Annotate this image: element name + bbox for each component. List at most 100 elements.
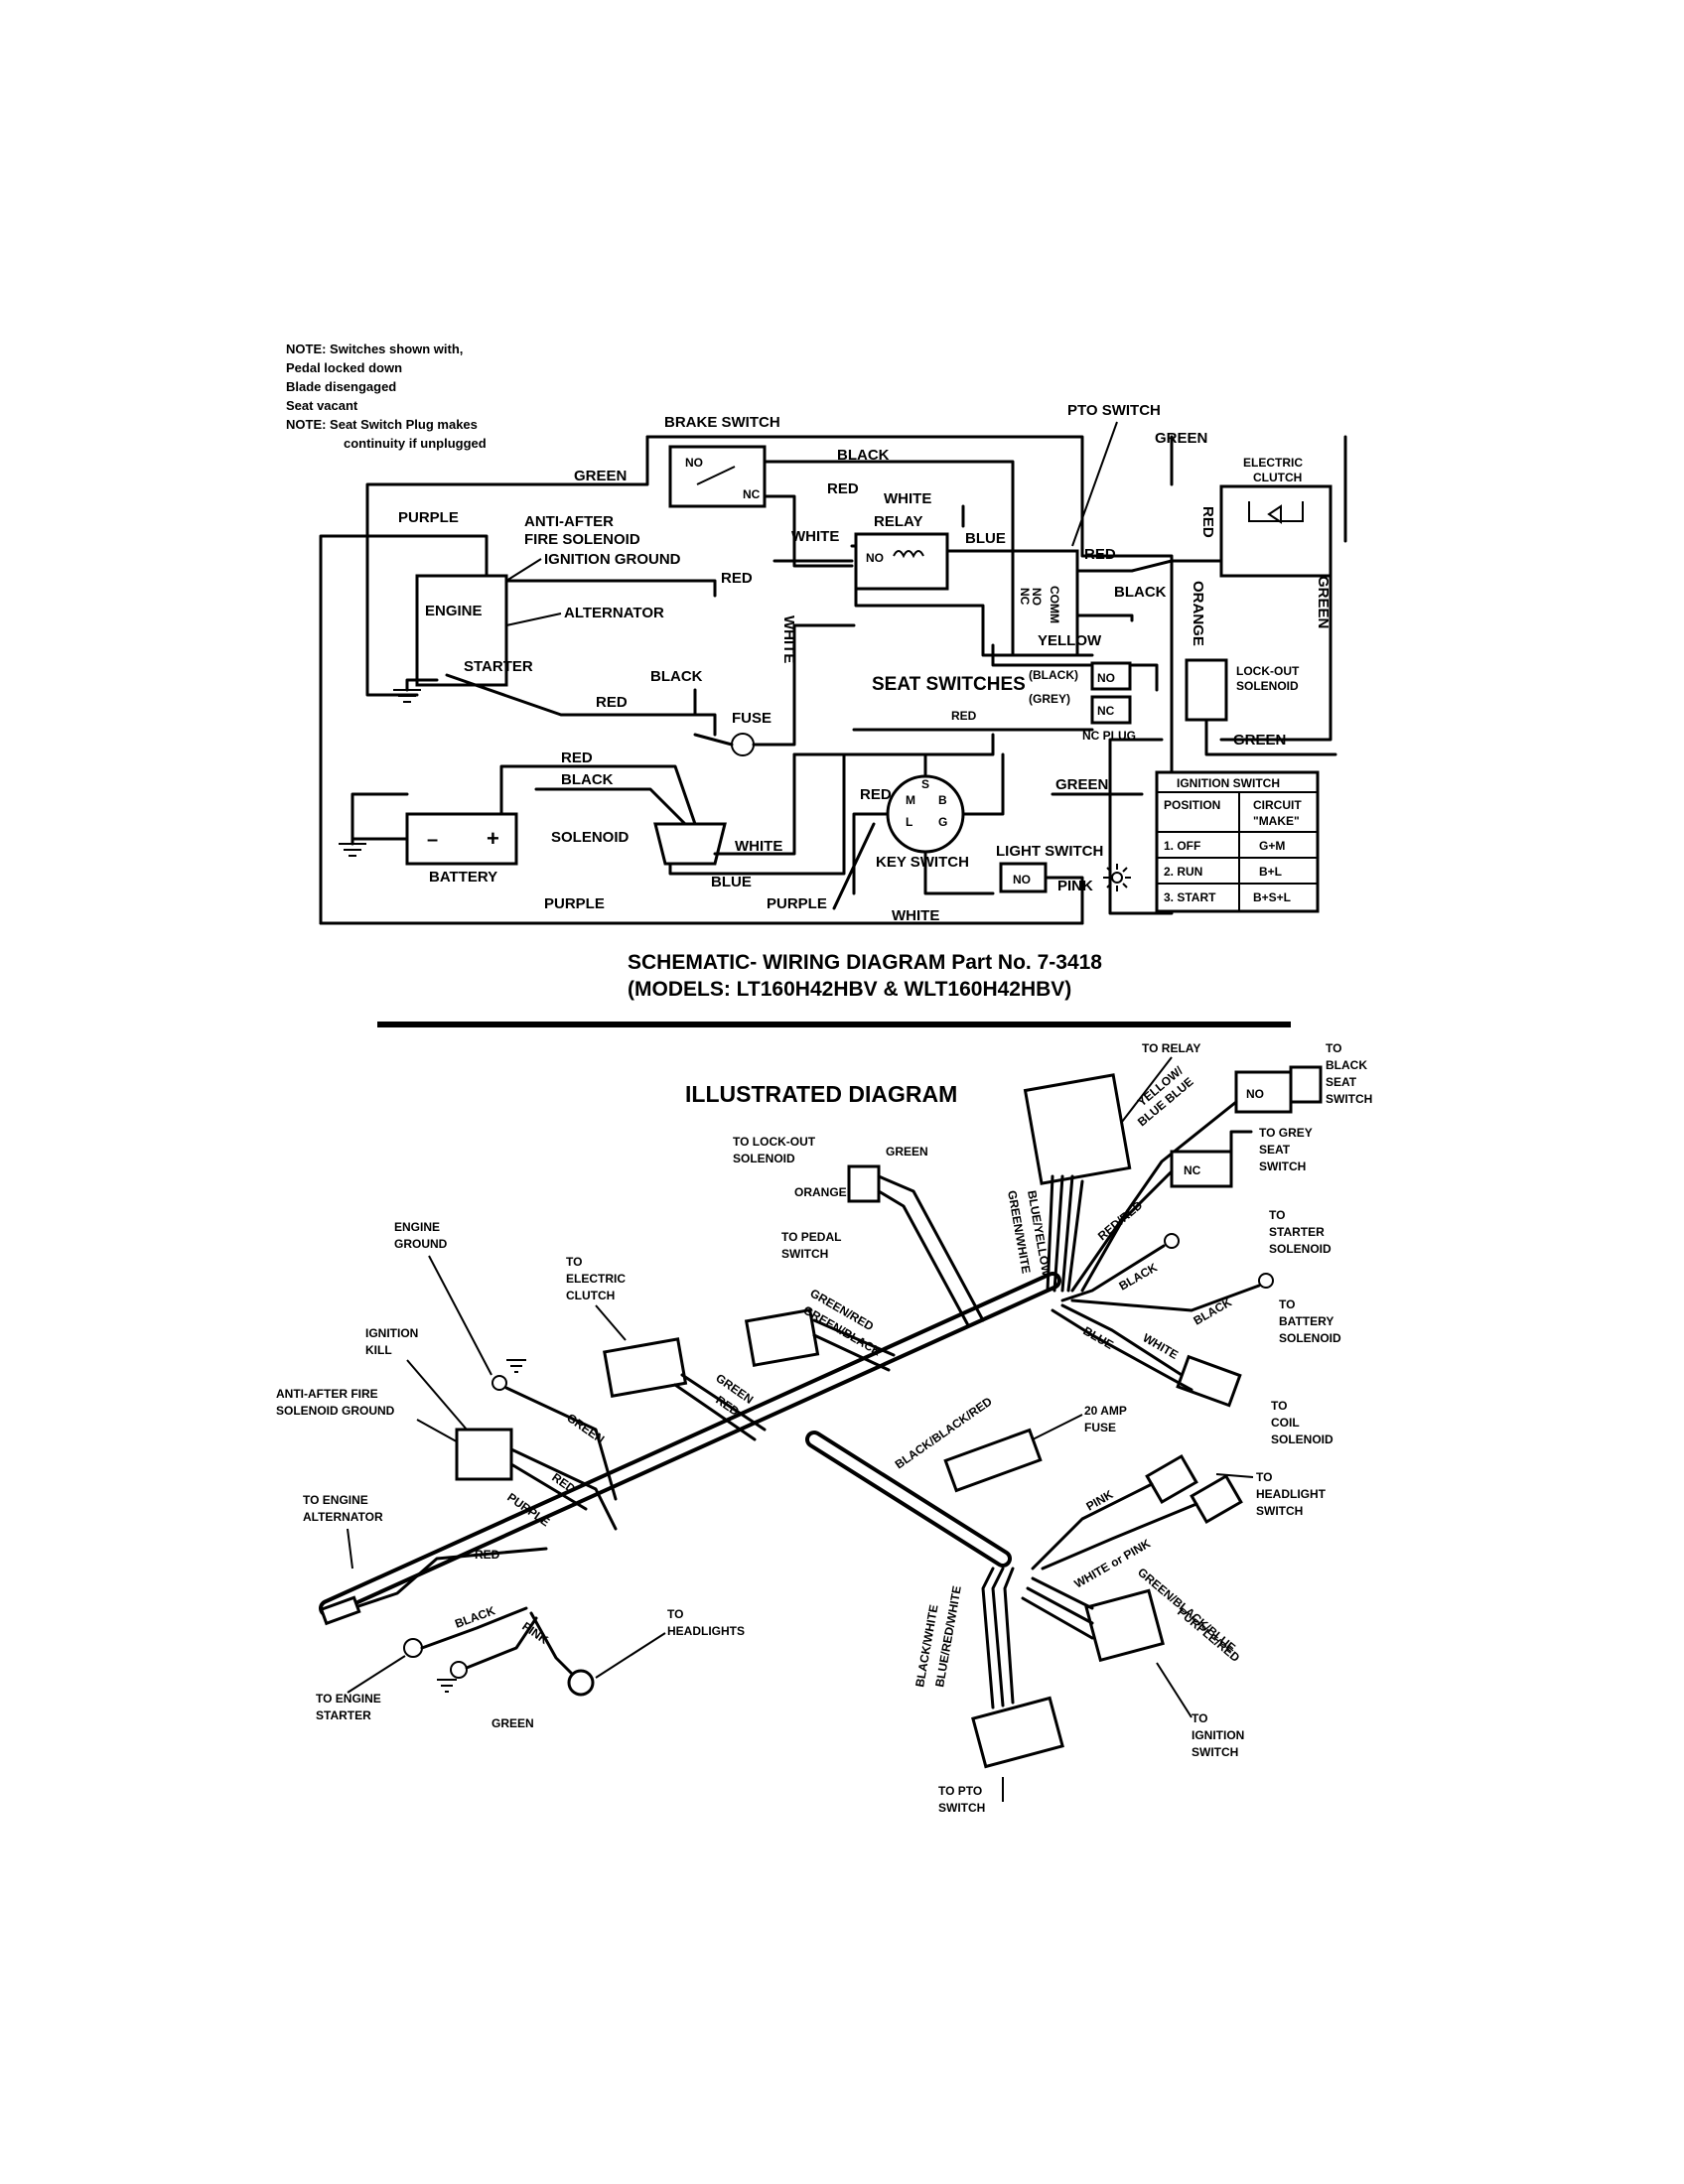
grey-seat-switch-box (1090, 695, 1132, 725)
relay-no-label: NO (866, 551, 884, 565)
battery-sol-wire (1070, 1284, 1261, 1312)
elec-clutch-pointer (595, 1304, 627, 1341)
pto-switch-connector-icon (971, 1696, 1064, 1769)
key-terminal-g: G (938, 815, 947, 829)
to-pedal-2: SWITCH (781, 1247, 828, 1261)
outer-purple-wire (319, 534, 489, 925)
to-battery-sol-2: BATTERY (1279, 1314, 1333, 1328)
brake-switch-box (668, 445, 767, 508)
engine-starter-pointer (347, 1655, 406, 1694)
electric-clutch-label-2: CLUTCH (1253, 471, 1302, 484)
battery-black-wire (534, 787, 687, 826)
battery-sol-ring-icon (1258, 1273, 1274, 1289)
pto-red-wire (1075, 559, 1223, 573)
to-engine-starter-1: TO ENGINE (316, 1692, 381, 1706)
to-elec-clutch-2: ELECTRIC (566, 1272, 626, 1286)
purple-top-label: PURPLE (398, 509, 459, 526)
ignition-switch-table: IGNITION SWITCH POSITION CIRCUIT "MAKE" … (1155, 770, 1320, 913)
brake-black-label: BLACK (837, 447, 890, 464)
main-harness-trunk-fill (323, 1276, 1057, 1613)
key-wires (852, 752, 1005, 895)
starter-sol-ring-icon (1164, 1233, 1180, 1249)
ignition-kill-pointer (406, 1359, 468, 1431)
to-battery-sol-1: TO (1279, 1297, 1295, 1311)
seat-switches-label: SEAT SWITCHES (872, 674, 1026, 695)
solenoid-white-wire (713, 752, 796, 856)
black-2-label: BLACK (1192, 1295, 1235, 1327)
ignition-switch-connector-icon (1084, 1588, 1165, 1663)
relay-bundle-wires (1046, 1174, 1084, 1293)
pto-nc-label: NC (1018, 588, 1032, 606)
fuse-wire (693, 623, 856, 747)
key-terminal-l: L (906, 815, 912, 829)
engine-ground-symbol (506, 1359, 526, 1373)
to-lockout-2: SOLENOID (733, 1152, 795, 1165)
clutch-diode-icon (1248, 501, 1304, 524)
lockout-label-1: LOCK-OUT (1236, 664, 1300, 678)
black-seat-wire (1070, 1100, 1238, 1293)
headlight-switch-connector-1 (1145, 1453, 1198, 1505)
relay-to-seat-wire (854, 584, 1094, 657)
to-grey-seat-1: TO GREY (1259, 1126, 1313, 1140)
light-switch-label: LIGHT SWITCH (996, 843, 1103, 860)
brake-switch-label: BRAKE SWITCH (664, 414, 780, 431)
elec-clutch-connector-icon (603, 1337, 688, 1398)
pto-black-wire (1075, 614, 1134, 622)
schematic-caption-line-1: SCHEMATIC- WIRING DIAGRAM Part No. 7-341… (628, 951, 1102, 974)
white-label: WHITE (1141, 1330, 1181, 1361)
white-vertical-label: WHITE (780, 615, 797, 663)
battery-ground-icon (339, 843, 366, 857)
fuse-label: FUSE (732, 710, 772, 727)
purple-red-label: PURPLE/RED (1175, 1605, 1243, 1666)
pto-switch-box (1011, 549, 1079, 657)
brake-red-label: RED (827, 480, 859, 497)
grey-paren-label: (GREY) (1029, 692, 1070, 706)
lockout-green-label: GREEN (886, 1145, 928, 1159)
ground-green-label: GREEN (564, 1411, 607, 1446)
black-seat-plug-icon (1289, 1065, 1323, 1104)
green-ground-wire (465, 1616, 538, 1670)
to-ignition-switch-3: SWITCH (1192, 1745, 1238, 1759)
elec-clutch-wires (673, 1373, 767, 1441)
lockout-connector-icon (847, 1164, 881, 1203)
starter-red-wire (445, 673, 717, 737)
to-ignition-switch-2: IGNITION (1192, 1728, 1244, 1742)
fuse-black-label: BLACK (650, 668, 703, 685)
white-or-pink-label: WHITE or PINK (1072, 1536, 1154, 1590)
ignition-table-row-3-position: 3. START (1164, 890, 1216, 904)
black-seat-connector-icon (1234, 1070, 1293, 1114)
relay-white-label: WHITE (884, 490, 931, 507)
lockout-orange-label: ORANGE (794, 1185, 847, 1199)
yellow-label: YELLOW (1038, 632, 1102, 649)
solenoid-white-label: WHITE (735, 838, 782, 855)
note-line-5: NOTE: Seat Switch Plug makes (286, 417, 478, 432)
key-red-label: RED (860, 786, 892, 803)
relay-connector-icon (1023, 1073, 1132, 1185)
engine-ground-pointer (428, 1255, 492, 1376)
note-line-3: Blade disengaged (286, 379, 396, 394)
orange-label: ORANGE (1190, 581, 1206, 646)
starter-red-label: RED (596, 694, 628, 711)
bottom-purple-label: PURPLE (544, 895, 605, 912)
engine-ground-1: ENGINE (394, 1220, 440, 1234)
key-terminal-m: M (906, 793, 915, 807)
to-black-seat-2: BLACK (1326, 1058, 1367, 1072)
brake-green-label: GREEN (574, 468, 627, 484)
engine-ground-wire (504, 1386, 618, 1501)
red-red-label: RED/RED (1095, 1198, 1146, 1244)
to-starter-sol-2: STARTER (1269, 1225, 1325, 1239)
seat-no-label: NO (1097, 671, 1115, 685)
starter-black-label: BLACK (453, 1603, 497, 1631)
pto-red-label: RED (1084, 546, 1116, 563)
anti-after-ground-1: ANTI-AFTER FIRE (276, 1387, 378, 1401)
seat-red-wire (792, 728, 1094, 756)
to-alternator-2: ALTERNATOR (303, 1510, 383, 1524)
headlight-switch-wires (1031, 1482, 1198, 1570)
green-ground-ring-icon (450, 1661, 468, 1679)
ignition-ground-arrow (505, 558, 542, 582)
coil-sol-connector-icon (1176, 1354, 1242, 1408)
note-line-1: NOTE: Switches shown with, (286, 341, 463, 356)
lockout-green-wire (1204, 718, 1337, 756)
note-line-6: continuity if unplugged (344, 436, 487, 451)
alternator-connector-icon (319, 1595, 361, 1626)
